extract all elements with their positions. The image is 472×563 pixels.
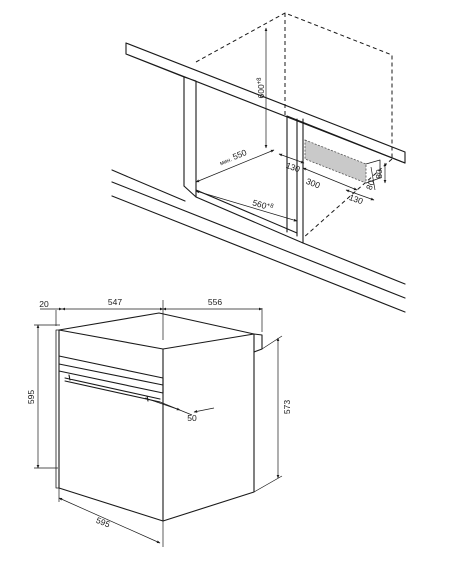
body-height-ext-top bbox=[261, 335, 283, 350]
body-depth-label: 556 bbox=[208, 297, 222, 307]
oven-handle bbox=[64, 374, 161, 403]
niche-left-panel bbox=[183, 118, 304, 244]
countertop-right bbox=[286, 115, 406, 164]
niche-floor bbox=[195, 189, 298, 234]
vent-depth-dim bbox=[345, 189, 375, 201]
niche-width-label: 560+8 bbox=[251, 197, 275, 213]
oven-control-panel bbox=[58, 355, 164, 394]
vent-height-label-b: 80 bbox=[364, 179, 377, 192]
front-width-label: 547 bbox=[108, 297, 122, 307]
vent-width-dim bbox=[302, 167, 358, 191]
niche-depth-dim bbox=[195, 149, 275, 183]
oven-front-panel bbox=[58, 329, 164, 522]
vent-height-label-a: 80 bbox=[374, 169, 384, 179]
handle-dim-a bbox=[144, 397, 181, 411]
oven-back-connector bbox=[253, 333, 263, 353]
body-height-ext-bottom bbox=[253, 475, 283, 493]
plinth bbox=[111, 169, 406, 313]
oven-drawing: 20 547 556 595 573 50 595 bbox=[26, 297, 292, 547]
front-offset-label: 20 bbox=[39, 299, 49, 309]
vent-opening bbox=[304, 139, 367, 184]
oven-front-edge bbox=[55, 329, 60, 489]
carcass-outline bbox=[195, 12, 393, 243]
vent-offset-dim bbox=[278, 153, 305, 164]
oven-body-top bbox=[58, 312, 255, 335]
front-height-label: 595 bbox=[26, 390, 36, 404]
niche-height-label: 600+8 bbox=[256, 77, 266, 99]
body-height-label: 573 bbox=[282, 400, 292, 414]
niche-right-post bbox=[286, 115, 298, 237]
vent-height-dim-b bbox=[370, 166, 376, 191]
niche-depth-label: мин.550 bbox=[218, 147, 249, 167]
cabinet-niche-drawing: 600+8 мин.550 560+8 130 300 130 80 80 bbox=[111, 12, 406, 313]
handle-label: 50 bbox=[187, 413, 197, 423]
vent-width-label: 300 bbox=[305, 176, 322, 191]
vent-offset-label: 130 bbox=[285, 160, 302, 174]
bottom-width-dim bbox=[58, 497, 161, 544]
oven-body-side bbox=[162, 333, 255, 522]
bottom-width-label: 595 bbox=[95, 515, 112, 530]
vent-depth-label: 130 bbox=[348, 192, 365, 206]
handle-dim-b bbox=[193, 407, 215, 413]
niche-width-dim bbox=[195, 190, 298, 222]
